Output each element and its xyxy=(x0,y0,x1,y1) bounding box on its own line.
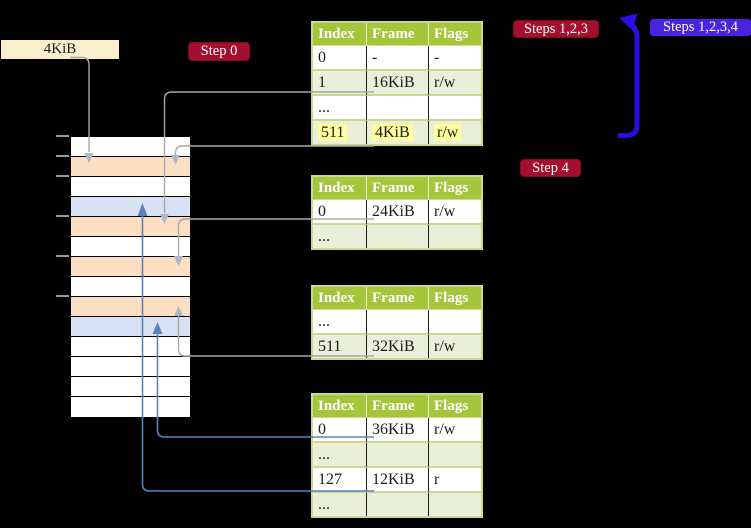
column-header-index: Index xyxy=(313,395,367,418)
table-row: ... xyxy=(313,493,481,516)
table-cell-index: ... xyxy=(313,96,367,121)
table-cell-frame: 32KiB xyxy=(367,335,429,358)
table-cell-index: ... xyxy=(313,493,367,516)
table-cell-frame: 4KiB xyxy=(367,121,429,144)
highlighted-value: 4KiB xyxy=(372,123,413,141)
table-cell-frame: 36KiB xyxy=(367,418,429,443)
memory-frame-row-white xyxy=(71,357,190,377)
tick-mark xyxy=(56,295,69,297)
column-header-frame: Frame xyxy=(367,23,429,46)
table-cell-index: 511 xyxy=(313,335,367,358)
table-row: 0-- xyxy=(313,46,481,71)
tick-mark xyxy=(56,155,69,157)
table-cell-flags: r xyxy=(429,468,481,493)
table-cell-frame xyxy=(367,443,429,468)
highlighted-value: r/w xyxy=(434,123,462,141)
table-cell-index: 0 xyxy=(313,200,367,225)
table-row: 511 4KiB r/w xyxy=(313,121,481,144)
highlighted-value: 511 xyxy=(318,123,348,141)
table-cell-frame xyxy=(367,493,429,516)
column-header-index: Index xyxy=(313,177,367,200)
tick-mark xyxy=(56,255,69,257)
memory-frame-row-peach xyxy=(71,257,190,277)
table-cell-frame xyxy=(367,225,429,248)
table-row: ... xyxy=(313,225,481,248)
steps-1-2-3-badge: Steps 1,2,3 xyxy=(513,20,599,38)
table-cell-index: 0 xyxy=(313,46,367,71)
steps-1-2-3-4-badge: Steps 1,2,3,4 xyxy=(650,19,751,36)
table-cell-flags: r/w xyxy=(429,121,481,144)
memory-frame-row-white xyxy=(71,237,190,257)
table-cell-flags xyxy=(429,96,481,121)
table-cell-index: 511 xyxy=(313,121,367,144)
arrow-l4-entry511-to-memory xyxy=(171,145,374,165)
column-header-frame: Frame xyxy=(367,395,429,418)
recursive-loop-arrow xyxy=(618,13,640,138)
table-cell-frame: - xyxy=(367,46,429,71)
table-cell-flags: r/w xyxy=(429,71,481,96)
memory-frame-row-peach xyxy=(71,297,190,317)
table-cell-flags xyxy=(429,443,481,468)
column-header-frame: Frame xyxy=(367,287,429,310)
table-cell-flags: - xyxy=(429,46,481,71)
memory-frame-row-white xyxy=(71,377,190,397)
memory-frame-row-white xyxy=(71,337,190,357)
step-4-badge: Step 4 xyxy=(520,159,581,177)
table-cell-frame xyxy=(367,96,429,121)
physical-memory-strip xyxy=(70,136,191,417)
table-cell-index: ... xyxy=(313,225,367,248)
tick-mark xyxy=(56,215,69,217)
memory-frame-row-blue xyxy=(71,197,190,217)
memory-frame-row-white xyxy=(71,397,190,417)
memory-frame-row-peach xyxy=(71,157,190,177)
column-header-frame: Frame xyxy=(367,177,429,200)
column-header-index: Index xyxy=(313,23,367,46)
table-cell-flags: r/w xyxy=(429,335,481,358)
table-cell-frame: 16KiB xyxy=(367,71,429,96)
step-0-badge: Step 0 xyxy=(188,42,250,61)
memory-frame-row-white xyxy=(71,137,190,157)
table-cell-index: 0 xyxy=(313,418,367,443)
column-header-flags: Flags xyxy=(429,287,481,310)
table-cell-index: ... xyxy=(313,310,367,335)
column-header-flags: Flags xyxy=(429,177,481,200)
memory-frame-row-white xyxy=(71,177,190,197)
table-cell-flags: r/w xyxy=(429,200,481,225)
table-cell-index: 127 xyxy=(313,468,367,493)
table-cell-frame: 24KiB xyxy=(367,200,429,225)
column-header-flags: Flags xyxy=(429,395,481,418)
table-row: ... xyxy=(313,310,481,335)
table-cell-flags xyxy=(429,225,481,248)
memory-frame-row-peach xyxy=(71,217,190,237)
frame-size-label: 4KiB xyxy=(1,40,119,59)
column-header-flags: Flags xyxy=(429,23,481,46)
table-cell-index: ... xyxy=(313,443,367,468)
table-row: ... xyxy=(313,443,481,468)
table-cell-frame xyxy=(367,310,429,335)
table-cell-flags xyxy=(429,310,481,335)
memory-frame-row-white xyxy=(71,277,190,297)
table-cell-flags: r/w xyxy=(429,418,481,443)
tick-mark xyxy=(56,175,69,177)
table-cell-frame: 12KiB xyxy=(367,468,429,493)
column-header-index: Index xyxy=(313,287,367,310)
table-cell-flags xyxy=(429,493,481,516)
memory-frame-row-blue xyxy=(71,317,190,337)
tick-mark xyxy=(56,135,69,137)
table-cell-index: 1 xyxy=(313,71,367,96)
table-row: ... xyxy=(313,96,481,121)
